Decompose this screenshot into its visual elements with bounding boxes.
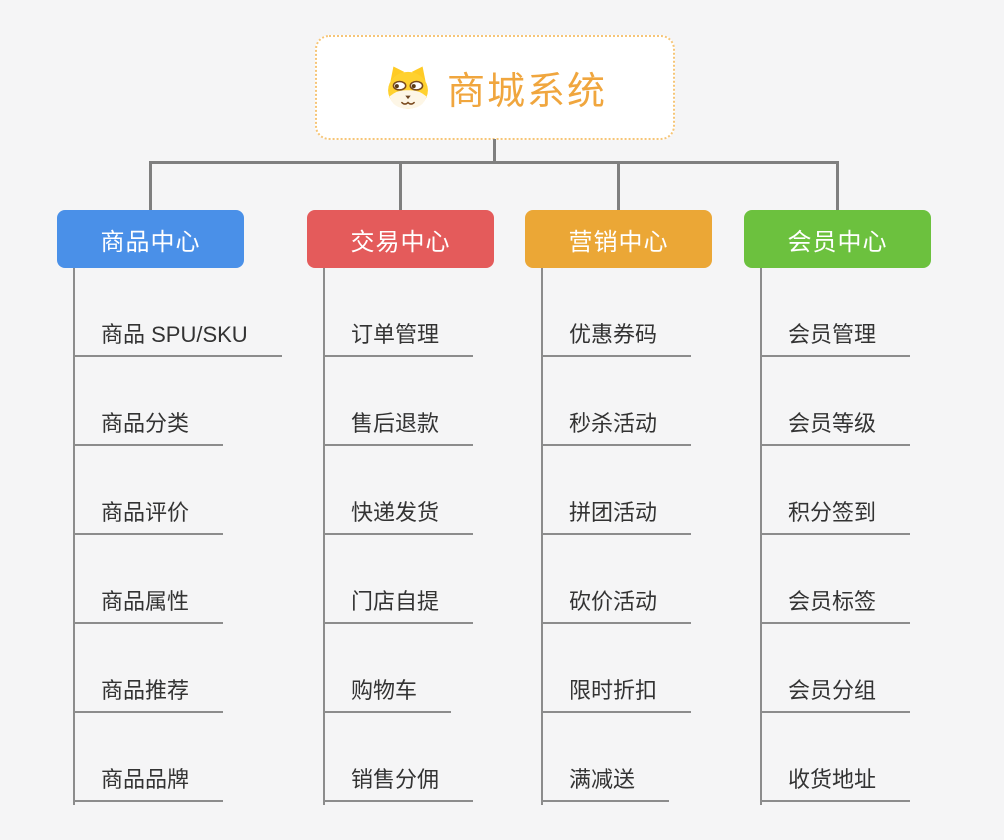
sub-topic[interactable]: 销售分佣 <box>323 767 474 802</box>
connector-bus <box>149 161 839 164</box>
branch-vertical-line <box>323 268 325 805</box>
sub-topic[interactable]: 商品评价 <box>73 500 224 535</box>
branch-label: 商品中心 <box>100 228 201 256</box>
connector-drop <box>149 161 152 211</box>
sub-topic[interactable]: 秒杀活动 <box>541 411 692 446</box>
root-topic[interactable]: 商城系统 <box>315 35 675 140</box>
branch-label: 会员中心 <box>787 228 888 256</box>
sub-topic[interactable]: 会员管理 <box>760 322 911 357</box>
sub-topic[interactable]: 满减送 <box>541 767 670 802</box>
sub-topic[interactable]: 快递发货 <box>323 500 474 535</box>
connector-drop <box>617 161 620 211</box>
branch-product-center[interactable]: 商品中心 <box>57 210 244 268</box>
connector-drop <box>399 161 402 211</box>
root-topic-label: 商城系统 <box>446 71 607 113</box>
sub-topic[interactable]: 商品属性 <box>73 589 224 624</box>
sub-topic[interactable]: 购物车 <box>323 678 452 713</box>
sub-topic[interactable]: 门店自提 <box>323 589 474 624</box>
sub-topic[interactable]: 积分签到 <box>760 500 911 535</box>
branch-column: 订单管理售后退款快递发货门店自提购物车销售分佣 <box>323 268 553 805</box>
sub-topic[interactable]: 会员等级 <box>760 411 911 446</box>
dog-icon <box>388 66 428 109</box>
sub-topic[interactable]: 限时折扣 <box>541 678 692 713</box>
branch-label: 营销中心 <box>568 228 669 256</box>
sub-topic[interactable]: 优惠券码 <box>541 322 692 357</box>
branch-trade-center[interactable]: 交易中心 <box>307 210 494 268</box>
sub-topic[interactable]: 收货地址 <box>760 767 911 802</box>
branch-vertical-line <box>541 268 543 805</box>
branch-vertical-line <box>73 268 75 805</box>
sub-topic[interactable]: 会员标签 <box>760 589 911 624</box>
sub-topic[interactable]: 砍价活动 <box>541 589 692 624</box>
branch-label: 交易中心 <box>350 228 451 256</box>
connector-root-stem <box>493 139 496 163</box>
branch-column: 会员管理会员等级积分签到会员标签会员分组收货地址 <box>760 268 990 805</box>
sub-topic[interactable]: 商品推荐 <box>73 678 224 713</box>
branch-member-center[interactable]: 会员中心 <box>744 210 931 268</box>
branch-column: 优惠券码秒杀活动拼团活动砍价活动限时折扣满减送 <box>541 268 771 805</box>
sub-topic[interactable]: 商品品牌 <box>73 767 224 802</box>
sub-topic[interactable]: 拼团活动 <box>541 500 692 535</box>
branch-vertical-line <box>760 268 762 805</box>
sub-topic[interactable]: 会员分组 <box>760 678 911 713</box>
connector-drop <box>836 161 839 211</box>
sub-topic[interactable]: 订单管理 <box>323 322 474 357</box>
sub-topic[interactable]: 商品 SPU/SKU <box>73 322 282 357</box>
sub-topic[interactable]: 售后退款 <box>323 411 474 446</box>
branch-marketing-center[interactable]: 营销中心 <box>525 210 712 268</box>
branch-column: 商品 SPU/SKU 商品分类商品评价商品属性商品推荐商品品牌 <box>73 268 303 805</box>
sub-topic[interactable]: 商品分类 <box>73 411 224 446</box>
